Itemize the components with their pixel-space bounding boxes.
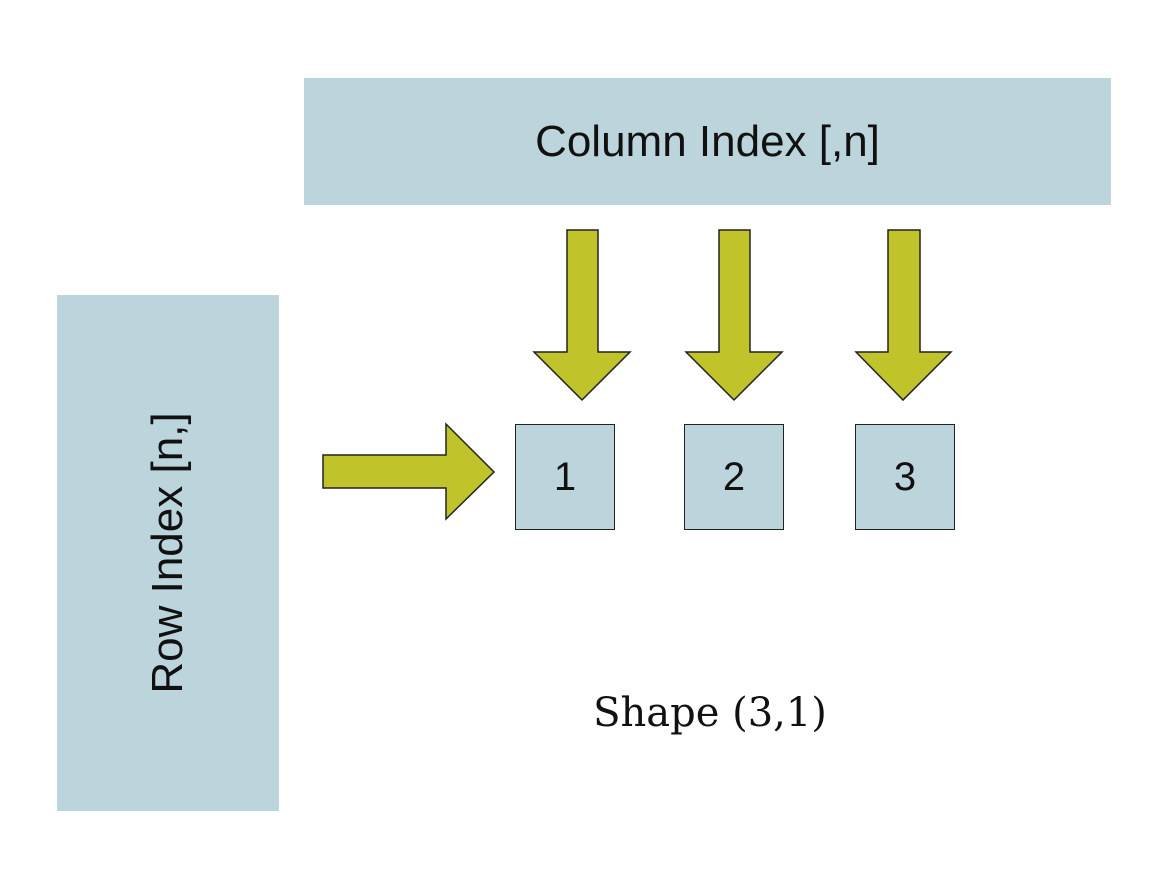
cell-3: 3 [855,424,955,530]
down-arrow-2 [684,229,784,402]
right-arrow [322,422,496,521]
shape-caption: Shape (3,1) [593,690,827,736]
row-index-panel: Row Index [n,] [57,295,279,811]
column-index-label: Column Index [,n] [535,116,880,166]
column-index-panel: Column Index [,n] [304,78,1111,205]
cell-2: 2 [684,424,784,530]
down-arrow-1 [532,229,632,402]
down-arrow-3 [854,229,953,402]
cell-1: 1 [515,424,615,530]
